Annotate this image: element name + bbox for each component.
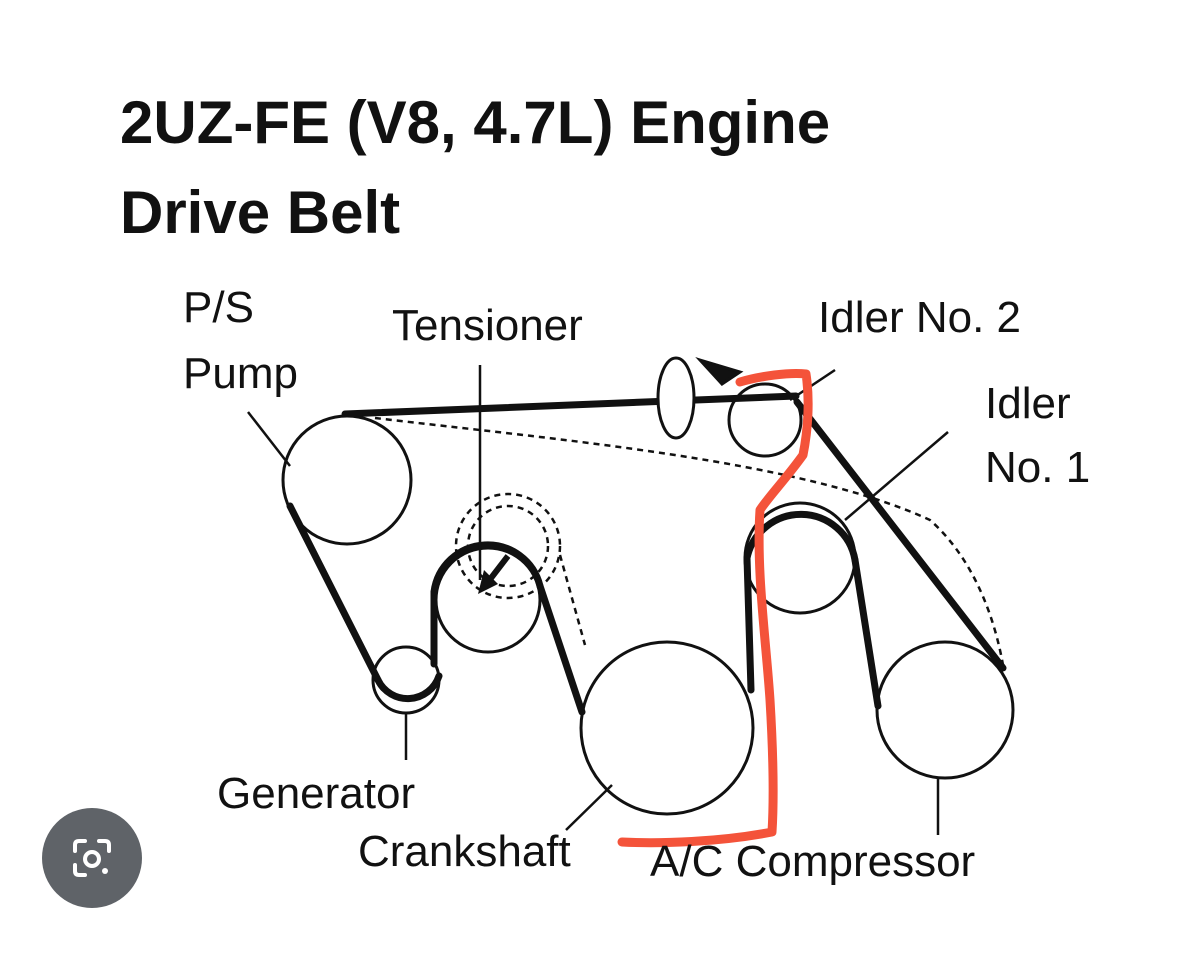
belt-idler1-to-ac xyxy=(851,556,882,710)
belt-idler2-to-ac xyxy=(793,398,1007,672)
ac-compressor-pulley xyxy=(875,640,1015,780)
idler2-pulley xyxy=(727,382,803,458)
leader-idler1 xyxy=(844,431,949,521)
diagram-title: 2UZ-FE (V8, 4.7L) Engine Drive Belt xyxy=(120,78,830,258)
lens-search-button[interactable] xyxy=(42,808,142,908)
leader-crankshaft xyxy=(565,784,613,831)
belt-tensioner-wrap xyxy=(430,541,544,596)
leader-idler2 xyxy=(789,368,836,402)
label-idler1-2: No. 1 xyxy=(985,443,1090,492)
label-idler1-1: Idler xyxy=(985,379,1071,428)
belt-tensioner-to-crank xyxy=(536,582,586,716)
tensioner-alt-position xyxy=(454,492,562,600)
belt-generator-wrap xyxy=(374,672,443,703)
rotation-arrow-icon xyxy=(656,356,744,440)
label-idler2: Idler No. 2 xyxy=(818,293,1021,342)
label-ps-pump-2: Pump xyxy=(183,349,298,398)
label-ps-pump-1: P/S xyxy=(183,283,254,332)
title-line-1: 2UZ-FE (V8, 4.7L) Engine xyxy=(120,89,831,156)
lens-camera-icon xyxy=(73,839,111,877)
title-line-2: Drive Belt xyxy=(120,179,401,246)
dashed-belt-tensioner-side xyxy=(558,554,587,646)
red-annotation-mark xyxy=(617,369,813,848)
tensioner-arrow-icon xyxy=(478,554,511,594)
crankshaft-pulley xyxy=(579,640,755,816)
generator-pulley xyxy=(371,645,441,715)
label-tensioner: Tensioner xyxy=(392,301,583,350)
leader-ps-pump xyxy=(247,411,291,467)
dashed-belt-route xyxy=(374,416,1005,666)
label-crankshaft: Crankshaft xyxy=(358,827,571,876)
belt-ps-to-idler2 xyxy=(341,392,800,418)
label-generator: Generator xyxy=(217,769,415,818)
label-ac-compressor: A/C Compressor xyxy=(650,837,975,886)
belt-crank-to-idler1 xyxy=(743,554,755,694)
belt-ps-to-generator xyxy=(286,502,382,684)
